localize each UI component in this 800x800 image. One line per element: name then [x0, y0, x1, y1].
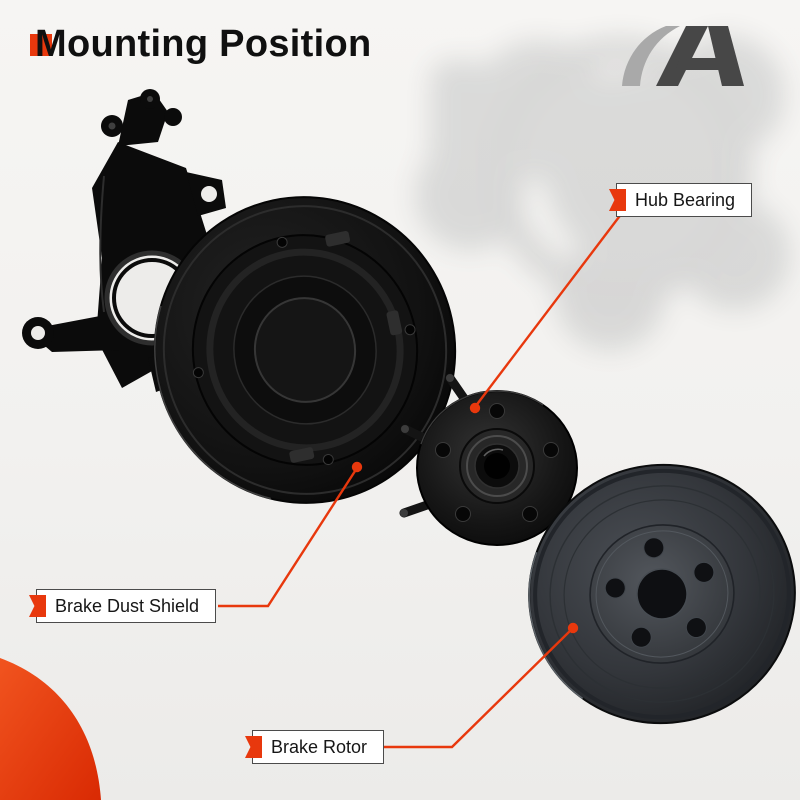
callout-label: Brake Dust Shield: [55, 595, 200, 616]
hub-bearing-leader-line: [474, 212, 623, 408]
callout-label: Brake Rotor: [271, 736, 368, 757]
brake-rotor-dot-icon: [567, 622, 579, 634]
leader-dots: [351, 402, 579, 634]
background-ghost-image: [415, 35, 790, 350]
corner-swoosh: [0, 658, 101, 800]
brake-rotor-leader-line: [382, 628, 573, 749]
callout-ribbon-icon: [609, 189, 626, 211]
callout-brake-rotor: Brake Rotor: [245, 730, 385, 764]
brake-rotor-illustration: [528, 463, 796, 725]
callout-label: Hub Bearing: [635, 189, 736, 210]
brake-dust-shield-illustration: [153, 196, 457, 504]
page-title: Mounting Position: [35, 23, 372, 65]
callout-ribbon-icon: [245, 736, 262, 758]
callout-hub-bearing: Hub Bearing: [609, 183, 753, 217]
hub-bearing-dot-icon: [469, 402, 481, 414]
leader-lines: [218, 212, 623, 749]
brake-dust-shield-leader-line: [218, 467, 359, 608]
callout-brake-dust-shield: Brake Dust Shield: [29, 589, 217, 623]
title-accent-square-icon: [30, 34, 52, 56]
brake-dust-shield-dot-icon: [351, 461, 363, 473]
brand-logo-icon: [600, 20, 750, 92]
callout-ribbon-icon: [29, 595, 46, 617]
hub-bearing-illustration: [399, 373, 578, 546]
title-block: Mounting Position: [28, 22, 371, 68]
